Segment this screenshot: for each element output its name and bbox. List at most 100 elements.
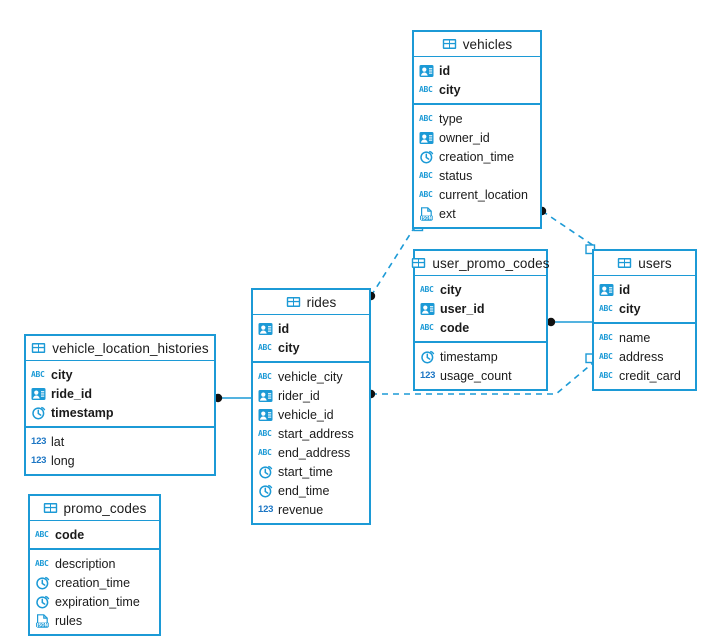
field-row[interactable]: expiration_time bbox=[30, 592, 159, 611]
table-name-label: rides bbox=[306, 294, 337, 310]
field-label: code bbox=[55, 527, 85, 542]
connector-line bbox=[370, 227, 415, 297]
field-label: vehicle_city bbox=[278, 369, 343, 384]
field-row[interactable]: end_time bbox=[253, 481, 369, 500]
field-label: status bbox=[439, 168, 473, 183]
abc-type-icon: ABC bbox=[599, 370, 613, 380]
key-field-icon bbox=[31, 387, 46, 401]
relationship-vehicle-location-histories-to-rides[interactable] bbox=[213, 393, 251, 403]
table-name-label: users bbox=[638, 255, 672, 271]
primary-key-row[interactable]: ride_id bbox=[26, 384, 214, 403]
field-row[interactable]: timestamp bbox=[415, 347, 546, 366]
table-header[interactable]: vehicle_location_histories bbox=[26, 336, 214, 361]
field-label: id bbox=[278, 321, 290, 336]
field-row[interactable]: ABC status bbox=[414, 166, 540, 185]
table-icon bbox=[411, 256, 426, 270]
abc-type-icon: ABC bbox=[420, 322, 434, 332]
field-label: type bbox=[439, 111, 463, 126]
abc-type-icon: ABC bbox=[31, 369, 45, 379]
field-label: description bbox=[55, 556, 116, 571]
table-icon bbox=[31, 341, 46, 355]
timestamp-type-icon bbox=[419, 150, 434, 164]
field-row[interactable]: ABC vehicle_city bbox=[253, 367, 369, 386]
timestamp-type-icon bbox=[420, 350, 435, 364]
primary-key-row[interactable]: ABC city bbox=[415, 280, 546, 299]
key-field-icon bbox=[599, 283, 614, 297]
field-row[interactable]: creation_time bbox=[30, 573, 159, 592]
field-label: end_time bbox=[278, 483, 330, 498]
field-label: city bbox=[440, 282, 462, 297]
timestamp-type-icon bbox=[35, 595, 50, 609]
field-label: timestamp bbox=[440, 349, 498, 364]
primary-key-row[interactable]: timestamp bbox=[26, 403, 214, 422]
primary-key-row[interactable]: id bbox=[253, 319, 369, 338]
field-row[interactable]: ABC current_location bbox=[414, 185, 540, 204]
primary-key-row[interactable]: id bbox=[414, 61, 540, 80]
table-name-label: vehicles bbox=[462, 36, 513, 52]
field-label: end_address bbox=[278, 445, 351, 460]
svg-text:JSON: JSON bbox=[36, 622, 49, 627]
timestamp-type-icon bbox=[35, 576, 50, 590]
primary-key-row[interactable]: ABC code bbox=[30, 525, 159, 544]
field-row[interactable]: ABC credit_card bbox=[594, 366, 695, 385]
abc-type-icon: ABC bbox=[35, 529, 49, 539]
primary-key-row[interactable]: id bbox=[594, 280, 695, 299]
relationship-user-promo-codes-to-users[interactable] bbox=[546, 317, 592, 327]
field-row[interactable]: vehicle_id bbox=[253, 405, 369, 424]
primary-key-row[interactable]: user_id bbox=[415, 299, 546, 318]
table-header[interactable]: users bbox=[594, 251, 695, 276]
key-field-icon bbox=[420, 302, 435, 316]
key-field-icon bbox=[258, 389, 273, 403]
field-label: credit_card bbox=[619, 368, 681, 383]
table-header[interactable]: rides bbox=[253, 290, 369, 315]
field-row[interactable]: start_time bbox=[253, 462, 369, 481]
field-row[interactable]: owner_id bbox=[414, 128, 540, 147]
field-label: id bbox=[439, 63, 451, 78]
table-name-label: promo_codes bbox=[63, 500, 147, 516]
field-row[interactable]: JSON rules bbox=[30, 611, 159, 630]
json-type-icon: JSON bbox=[35, 613, 50, 628]
table-header[interactable]: promo_codes bbox=[30, 496, 159, 521]
table-header[interactable]: vehicles bbox=[414, 32, 540, 57]
relationship-vehicles-to-users[interactable] bbox=[537, 206, 596, 255]
field-row[interactable]: creation_time bbox=[414, 147, 540, 166]
field-label: current_location bbox=[439, 187, 528, 202]
abc-type-icon: ABC bbox=[420, 284, 434, 294]
abc-type-icon: ABC bbox=[419, 170, 433, 180]
abc-type-icon: ABC bbox=[419, 189, 433, 199]
abc-type-icon: ABC bbox=[258, 371, 272, 381]
field-row[interactable]: rider_id bbox=[253, 386, 369, 405]
table-header[interactable]: user_promo_codes bbox=[412, 251, 549, 276]
field-label: rules bbox=[55, 613, 83, 628]
